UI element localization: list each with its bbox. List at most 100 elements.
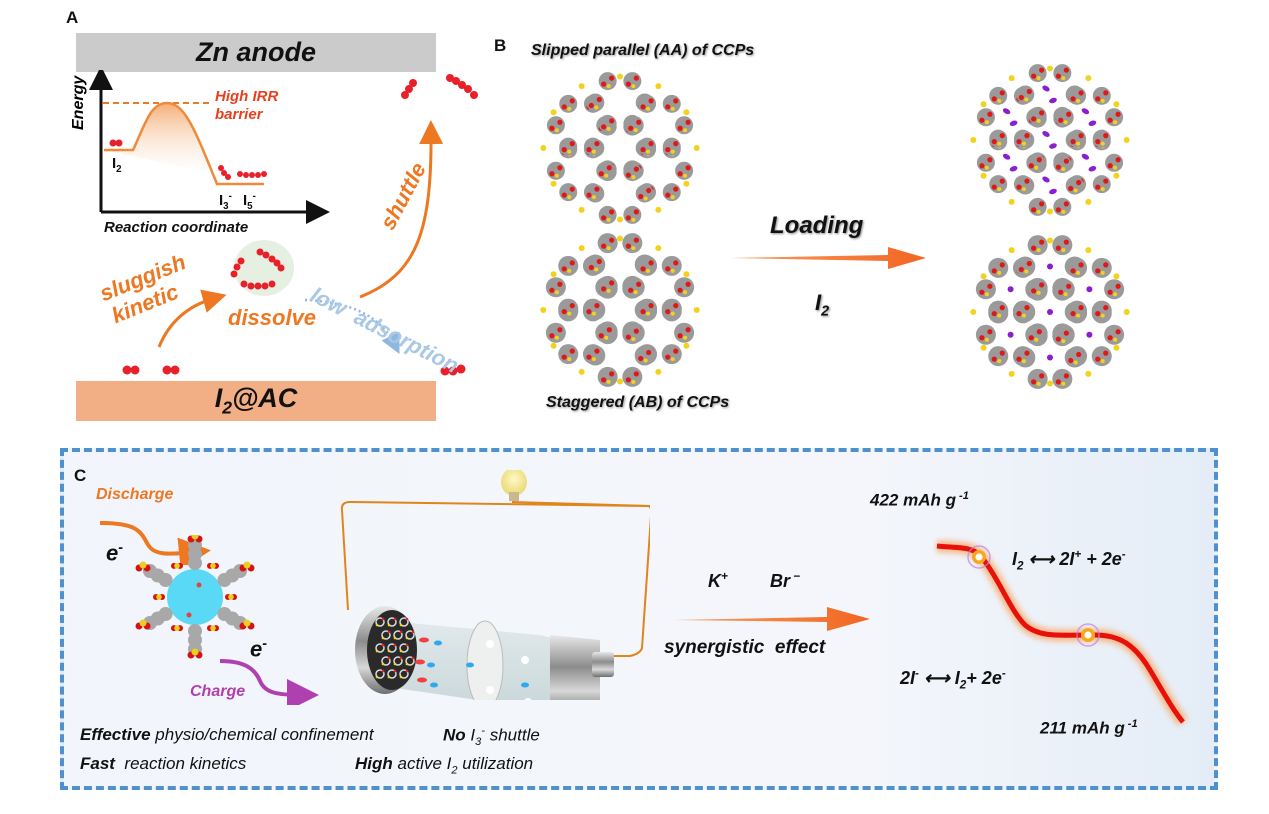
synergistic-effect-label: synergistic effect bbox=[664, 637, 826, 658]
x-axis-label: Reaction coordinate bbox=[104, 219, 249, 236]
pore-ring bbox=[625, 94, 694, 156]
panel-c-letter: C bbox=[74, 466, 87, 485]
capacity-low-label: 211 mAh g -1 bbox=[1040, 718, 1138, 738]
iodine-molecule bbox=[196, 582, 202, 588]
light-bulb-icon bbox=[501, 470, 527, 501]
barrier-label-line2: barrier bbox=[215, 106, 263, 123]
iodine-dot bbox=[1086, 331, 1093, 338]
feature-no-shuttle: No I3- shuttle bbox=[443, 725, 540, 749]
dissolve-label: dissolve bbox=[228, 305, 317, 330]
ab-stacking-caption: Staggered (AB) of CCPs bbox=[546, 394, 730, 411]
capacity-high-label: 422 mAh g -1 bbox=[870, 490, 969, 510]
loading-arrow bbox=[730, 247, 926, 269]
iodine-dot bbox=[1086, 286, 1093, 293]
aa-stacking-caption: Slipped parallel (AA) of CCPs bbox=[531, 42, 755, 59]
panel-a-diagram bbox=[89, 70, 478, 376]
confined-pore-glow bbox=[167, 569, 223, 625]
surface-i3-icon bbox=[440, 364, 466, 376]
low-adsorption-arrow bbox=[304, 298, 400, 354]
pore-ring bbox=[624, 255, 695, 319]
energy-profile-curve bbox=[104, 101, 264, 186]
i5-molecule-icon bbox=[237, 171, 267, 178]
zinc-iodine-battery-illustration bbox=[340, 470, 650, 700]
panel-a-letter: A bbox=[66, 8, 79, 27]
iodine-molecule bbox=[1002, 153, 1011, 160]
feature-high-utilization: High active I2 utilization bbox=[355, 754, 534, 777]
terminal-post bbox=[592, 652, 614, 677]
synergistic-arrow bbox=[674, 607, 870, 631]
iodine-molecule bbox=[1049, 97, 1057, 104]
zn-anode-box: Zn anode bbox=[76, 33, 436, 72]
panel-b-letter: B bbox=[494, 36, 507, 55]
shuttle-arrow bbox=[359, 120, 444, 299]
iodine-molecule bbox=[1081, 153, 1090, 160]
iodine-molecule bbox=[1042, 85, 1050, 92]
voltage-profile-curve bbox=[936, 540, 1188, 726]
ab-framework-image bbox=[540, 233, 700, 387]
product-label-i5: I5- bbox=[243, 191, 256, 212]
iodine-molecule bbox=[1042, 176, 1050, 183]
discharge-electron-label: e- bbox=[106, 540, 124, 566]
iodine-molecule bbox=[1088, 166, 1097, 172]
zn-anode-label: Zn anode bbox=[196, 37, 316, 67]
circuit-wire bbox=[340, 500, 650, 611]
energy-axis-label: Energy bbox=[70, 75, 87, 130]
iodine-molecule bbox=[1002, 108, 1011, 115]
loading-i2-label: I2 bbox=[815, 290, 830, 320]
iodine-dot bbox=[1047, 354, 1053, 361]
cathode-framework-pattern bbox=[375, 617, 415, 679]
dissolved-polyiodide-icons bbox=[230, 248, 285, 290]
i2ac-cathode-box: I2@AC bbox=[76, 381, 436, 421]
ion-markers bbox=[415, 637, 532, 700]
iodine-dot bbox=[1007, 286, 1014, 293]
pore-ring bbox=[976, 132, 1045, 194]
iodine-molecule bbox=[1049, 143, 1057, 149]
pore-ring bbox=[546, 140, 615, 202]
discharge-label: Discharge bbox=[96, 486, 174, 503]
i3-molecule-icon bbox=[218, 165, 231, 180]
surface-i2-icon bbox=[122, 365, 140, 375]
pore-ring bbox=[1055, 86, 1124, 148]
iodine-molecule bbox=[186, 612, 192, 618]
aa-framework-image bbox=[540, 72, 700, 224]
barrier-fill bbox=[104, 103, 264, 184]
i2ac-label: I2@AC bbox=[214, 383, 298, 418]
ccp-pore-image bbox=[135, 535, 255, 659]
ab-i2-loaded-framework-image bbox=[970, 235, 1130, 389]
loading-label: Loading bbox=[770, 212, 864, 239]
charge-arrow bbox=[219, 659, 319, 705]
reactant-label: I2 bbox=[112, 155, 122, 175]
iodine-molecule bbox=[1049, 188, 1057, 195]
iodine-molecule bbox=[1081, 108, 1090, 115]
surface-i2-icon bbox=[162, 365, 180, 375]
feature-confinement: Effective physio/chemical confinement bbox=[80, 725, 374, 744]
sluggish-kinetic-arrow bbox=[157, 289, 227, 348]
iodine-molecule bbox=[1042, 131, 1050, 137]
lower-redox-equation: 2I- ⟷ I2+ 2e- bbox=[900, 667, 1006, 692]
iodine-molecule bbox=[1009, 166, 1018, 172]
separator-disc bbox=[466, 620, 504, 700]
feature-fast-kinetics: Fast reaction kinetics bbox=[80, 754, 247, 773]
pore-ring bbox=[1054, 257, 1125, 321]
circuit-wire bbox=[511, 501, 650, 657]
shuttled-i5-icon bbox=[446, 74, 478, 99]
upper-plateau-marker bbox=[967, 545, 991, 569]
k-cation-label: K+ bbox=[708, 570, 728, 591]
br-anion-label: Br − bbox=[770, 570, 801, 591]
i2-molecule-icon bbox=[109, 139, 123, 147]
zn-anode-cap bbox=[550, 635, 600, 700]
aa-i2-loaded-framework-image bbox=[970, 64, 1130, 216]
discharge-arrow bbox=[99, 521, 211, 565]
iodine-dot bbox=[1047, 309, 1053, 315]
iodine-molecule bbox=[1009, 120, 1018, 126]
dissolved-cluster-bubble bbox=[234, 240, 294, 296]
charge-electron-label: e- bbox=[250, 636, 268, 662]
charge-label: Charge bbox=[190, 683, 246, 700]
shuttled-i3-icon bbox=[401, 79, 417, 99]
product-label-i3: I3- bbox=[219, 191, 232, 212]
iodine-dot bbox=[1047, 263, 1053, 270]
iodine-dot bbox=[1007, 331, 1014, 338]
lower-plateau-marker bbox=[1076, 623, 1100, 647]
iodine-molecule bbox=[1088, 120, 1097, 126]
upper-redox-equation: I2 ⟷ 2I+ + 2e- bbox=[1012, 548, 1126, 573]
